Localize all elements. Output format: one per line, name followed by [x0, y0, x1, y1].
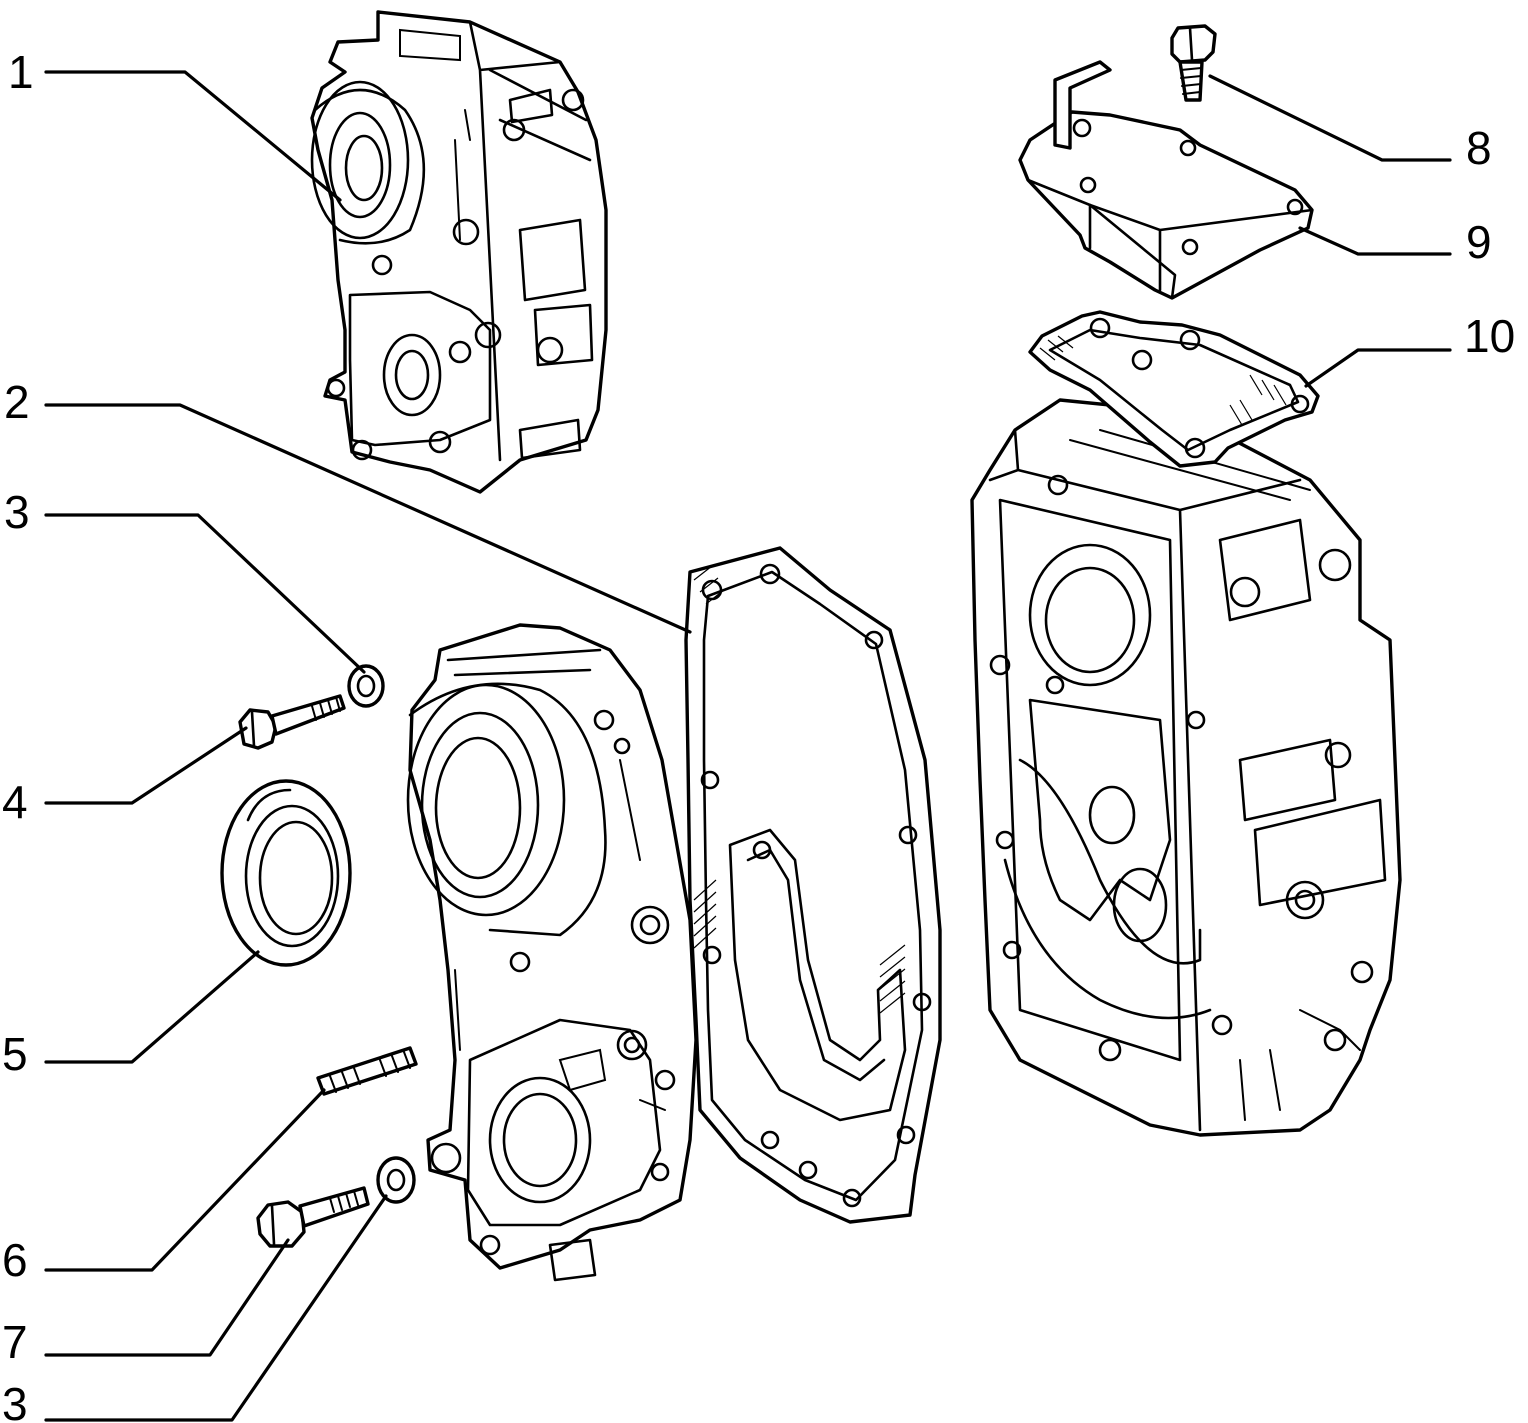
part-3-washer-lower — [376, 1156, 416, 1204]
leader-8 — [1208, 74, 1452, 162]
part-2-cover-housing — [406, 623, 698, 1282]
part-7-flanged-bolt — [256, 1186, 370, 1248]
part-2-gasket — [684, 546, 942, 1224]
leader-9 — [1298, 226, 1452, 256]
part-9-cover-plate — [1018, 60, 1314, 300]
callout-label: 7 — [2, 1316, 28, 1368]
callout-label: 5 — [2, 1028, 28, 1080]
leader-lines — [44, 70, 1452, 1422]
leader-6 — [44, 1088, 326, 1272]
callout-label: 1 — [8, 46, 34, 98]
callout-label: 8 — [1466, 122, 1492, 174]
part-10-gasket — [1028, 310, 1320, 468]
callout-label: 9 — [1466, 216, 1492, 268]
main-housing — [970, 398, 1402, 1137]
part-8-bolt — [1170, 24, 1217, 102]
part-3-washer-upper — [347, 664, 385, 708]
callout-label: 2 — [4, 376, 30, 428]
callout-label: 3 — [4, 486, 30, 538]
callout-label: 4 — [2, 776, 28, 828]
part-4-bolt — [238, 694, 346, 750]
leader-1 — [44, 70, 342, 202]
leader-2 — [44, 403, 692, 634]
leader-3b — [44, 1194, 388, 1422]
callout-label: 3 — [2, 1378, 28, 1423]
leader-10 — [1304, 348, 1452, 388]
part-6-stud — [316, 1046, 418, 1096]
callout-labels: 1 2 3 4 5 6 7 3 8 9 10 — [2, 46, 1515, 1423]
leader-4 — [44, 726, 248, 805]
callout-label: 6 — [2, 1234, 28, 1286]
part-5-oil-seal — [220, 779, 352, 967]
callout-label: 10 — [1464, 310, 1515, 362]
leader-7 — [44, 1238, 290, 1357]
leader-5 — [44, 950, 260, 1064]
part-1-housing-assembly — [310, 10, 608, 494]
leader-3a — [44, 513, 366, 674]
